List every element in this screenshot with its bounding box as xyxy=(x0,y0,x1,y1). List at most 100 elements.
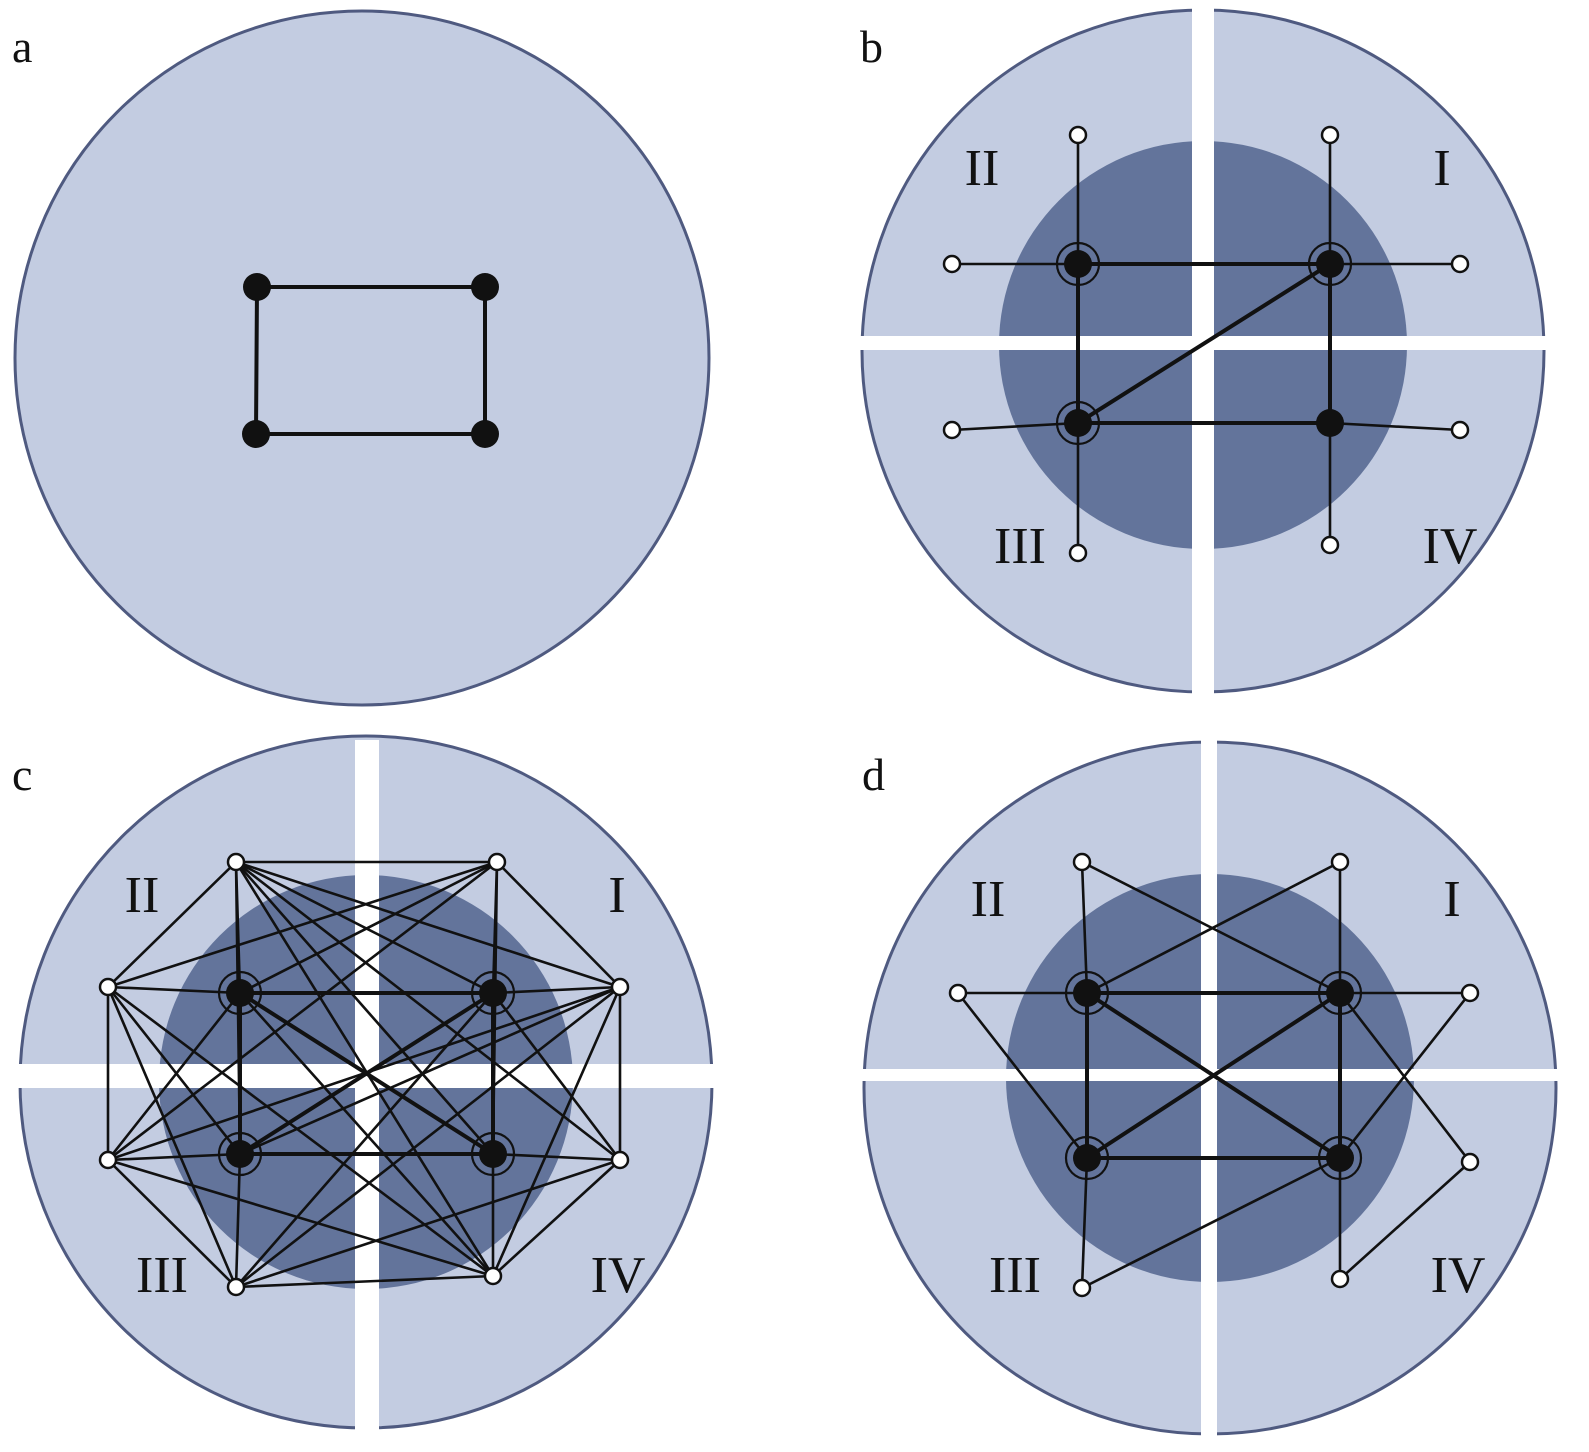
edge-r2-b1 xyxy=(234,1158,622,1289)
node-t1 xyxy=(226,852,246,872)
edge-r1-l2 xyxy=(106,985,622,1162)
nodes-b xyxy=(942,125,1470,563)
edge-t1-l1 xyxy=(106,860,238,989)
edge-bl-IV xyxy=(1080,1156,1342,1290)
node-b1 xyxy=(226,1277,246,1297)
node-II xyxy=(217,970,263,1016)
node-bb xyxy=(1330,1269,1350,1289)
node-A4 xyxy=(471,420,499,448)
edge-l2-II xyxy=(106,991,242,1162)
quadrant-label-IV: IV xyxy=(591,1247,646,1304)
edge-t2-II xyxy=(238,860,499,995)
node-I xyxy=(470,970,516,1016)
edge-br-bb xyxy=(1338,1160,1472,1281)
edge-t1-IV xyxy=(234,860,495,1156)
node-t2 xyxy=(487,852,507,872)
node-b2 xyxy=(483,1266,503,1286)
node-A3 xyxy=(242,420,270,448)
panel-c: c I II III IV xyxy=(10,734,725,1452)
outer-region xyxy=(13,9,711,707)
edges-c xyxy=(106,860,622,1289)
node-II xyxy=(1064,970,1110,1016)
edge-l1-b1 xyxy=(106,985,238,1289)
quadrant-label-I: I xyxy=(1443,871,1460,928)
edge-t1-r1 xyxy=(234,860,622,989)
edge-t2-r1 xyxy=(495,860,622,989)
vertical-gap xyxy=(1201,740,1217,1452)
edges-a xyxy=(254,285,487,436)
edge-t2-l2 xyxy=(106,860,499,1162)
node-Ir xyxy=(1450,254,1470,274)
quadrant-label-III: III xyxy=(989,1247,1041,1304)
node-I xyxy=(1317,970,1363,1016)
panel-letter-c: c xyxy=(12,749,32,800)
panel-letter-d: d xyxy=(862,749,885,800)
quadrant-label-II: II xyxy=(965,140,1000,197)
node-Iu xyxy=(1320,125,1340,145)
edge-l1-III xyxy=(106,985,242,1156)
edge-b1-b2 xyxy=(234,1274,495,1289)
node-IV xyxy=(470,1131,516,1177)
node-bl xyxy=(1072,1278,1092,1298)
node-br xyxy=(1460,1152,1480,1172)
node-III xyxy=(1064,1135,1110,1181)
node-IV xyxy=(1317,1135,1363,1181)
edge-r1-b2 xyxy=(491,985,622,1278)
quadrant-label-III: III xyxy=(136,1247,188,1304)
edge-l2-b2 xyxy=(106,1158,495,1278)
edge-r2-I xyxy=(491,991,622,1162)
quadrant-label-IV: IV xyxy=(1423,518,1478,575)
node-r2 xyxy=(610,1150,630,1170)
node-tr xyxy=(1330,852,1350,872)
node-r1 xyxy=(610,977,630,997)
edge-t2-IV xyxy=(491,860,499,1156)
panel-b: b I II III IV xyxy=(850,0,1560,700)
quadrant-label-II: II xyxy=(125,867,160,924)
node-I xyxy=(1307,241,1353,287)
nodes-a xyxy=(242,273,499,448)
edge-b1-I xyxy=(234,991,495,1289)
node-ml xyxy=(948,983,968,1003)
edge-III-I xyxy=(1076,262,1332,425)
edge-A3-A1 xyxy=(254,285,259,436)
node-l1 xyxy=(98,977,118,997)
node-tl xyxy=(1072,852,1092,872)
edge-br-I xyxy=(1338,991,1472,1164)
edge-r1-b1 xyxy=(234,985,622,1289)
node-IVr xyxy=(1450,420,1470,440)
node-l2 xyxy=(98,1150,118,1170)
edge-r1-III xyxy=(238,985,622,1156)
node-II xyxy=(1055,241,1101,287)
node-III xyxy=(217,1131,263,1177)
quadrant-label-I: I xyxy=(608,867,625,924)
node-IIIl xyxy=(942,420,962,440)
vertical-gap xyxy=(355,740,379,1452)
edge-t1-I xyxy=(234,860,495,995)
quadrant-label-II: II xyxy=(971,871,1006,928)
node-IIu xyxy=(1068,125,1088,145)
edge-ml-III xyxy=(956,991,1089,1160)
edge-b2-II xyxy=(238,991,495,1278)
panel-letter-a: a xyxy=(12,21,32,72)
node-IIId xyxy=(1068,543,1088,563)
quadrant-label-III: III xyxy=(994,518,1046,575)
nodes-d xyxy=(948,852,1480,1298)
node-IIl xyxy=(942,254,962,274)
edge-r2-b2 xyxy=(491,1158,622,1278)
node-A2 xyxy=(471,273,499,301)
panel-letter-b: b xyxy=(860,21,883,72)
edge-tr-II xyxy=(1085,860,1342,995)
panel-a: a xyxy=(12,9,711,707)
edge-t2-l1 xyxy=(106,860,499,989)
node-III xyxy=(1055,400,1101,446)
edge-t1-r2 xyxy=(234,860,622,1162)
node-mr xyxy=(1460,983,1480,1003)
node-IV xyxy=(1316,409,1344,437)
quadrant-label-IV: IV xyxy=(1431,1247,1486,1304)
edge-III-I xyxy=(1085,991,1342,1160)
edges-d xyxy=(956,860,1472,1290)
node-IVd xyxy=(1320,535,1340,555)
panel-d: d I II III IV xyxy=(855,740,1570,1452)
edge-b1-III xyxy=(234,1152,242,1289)
